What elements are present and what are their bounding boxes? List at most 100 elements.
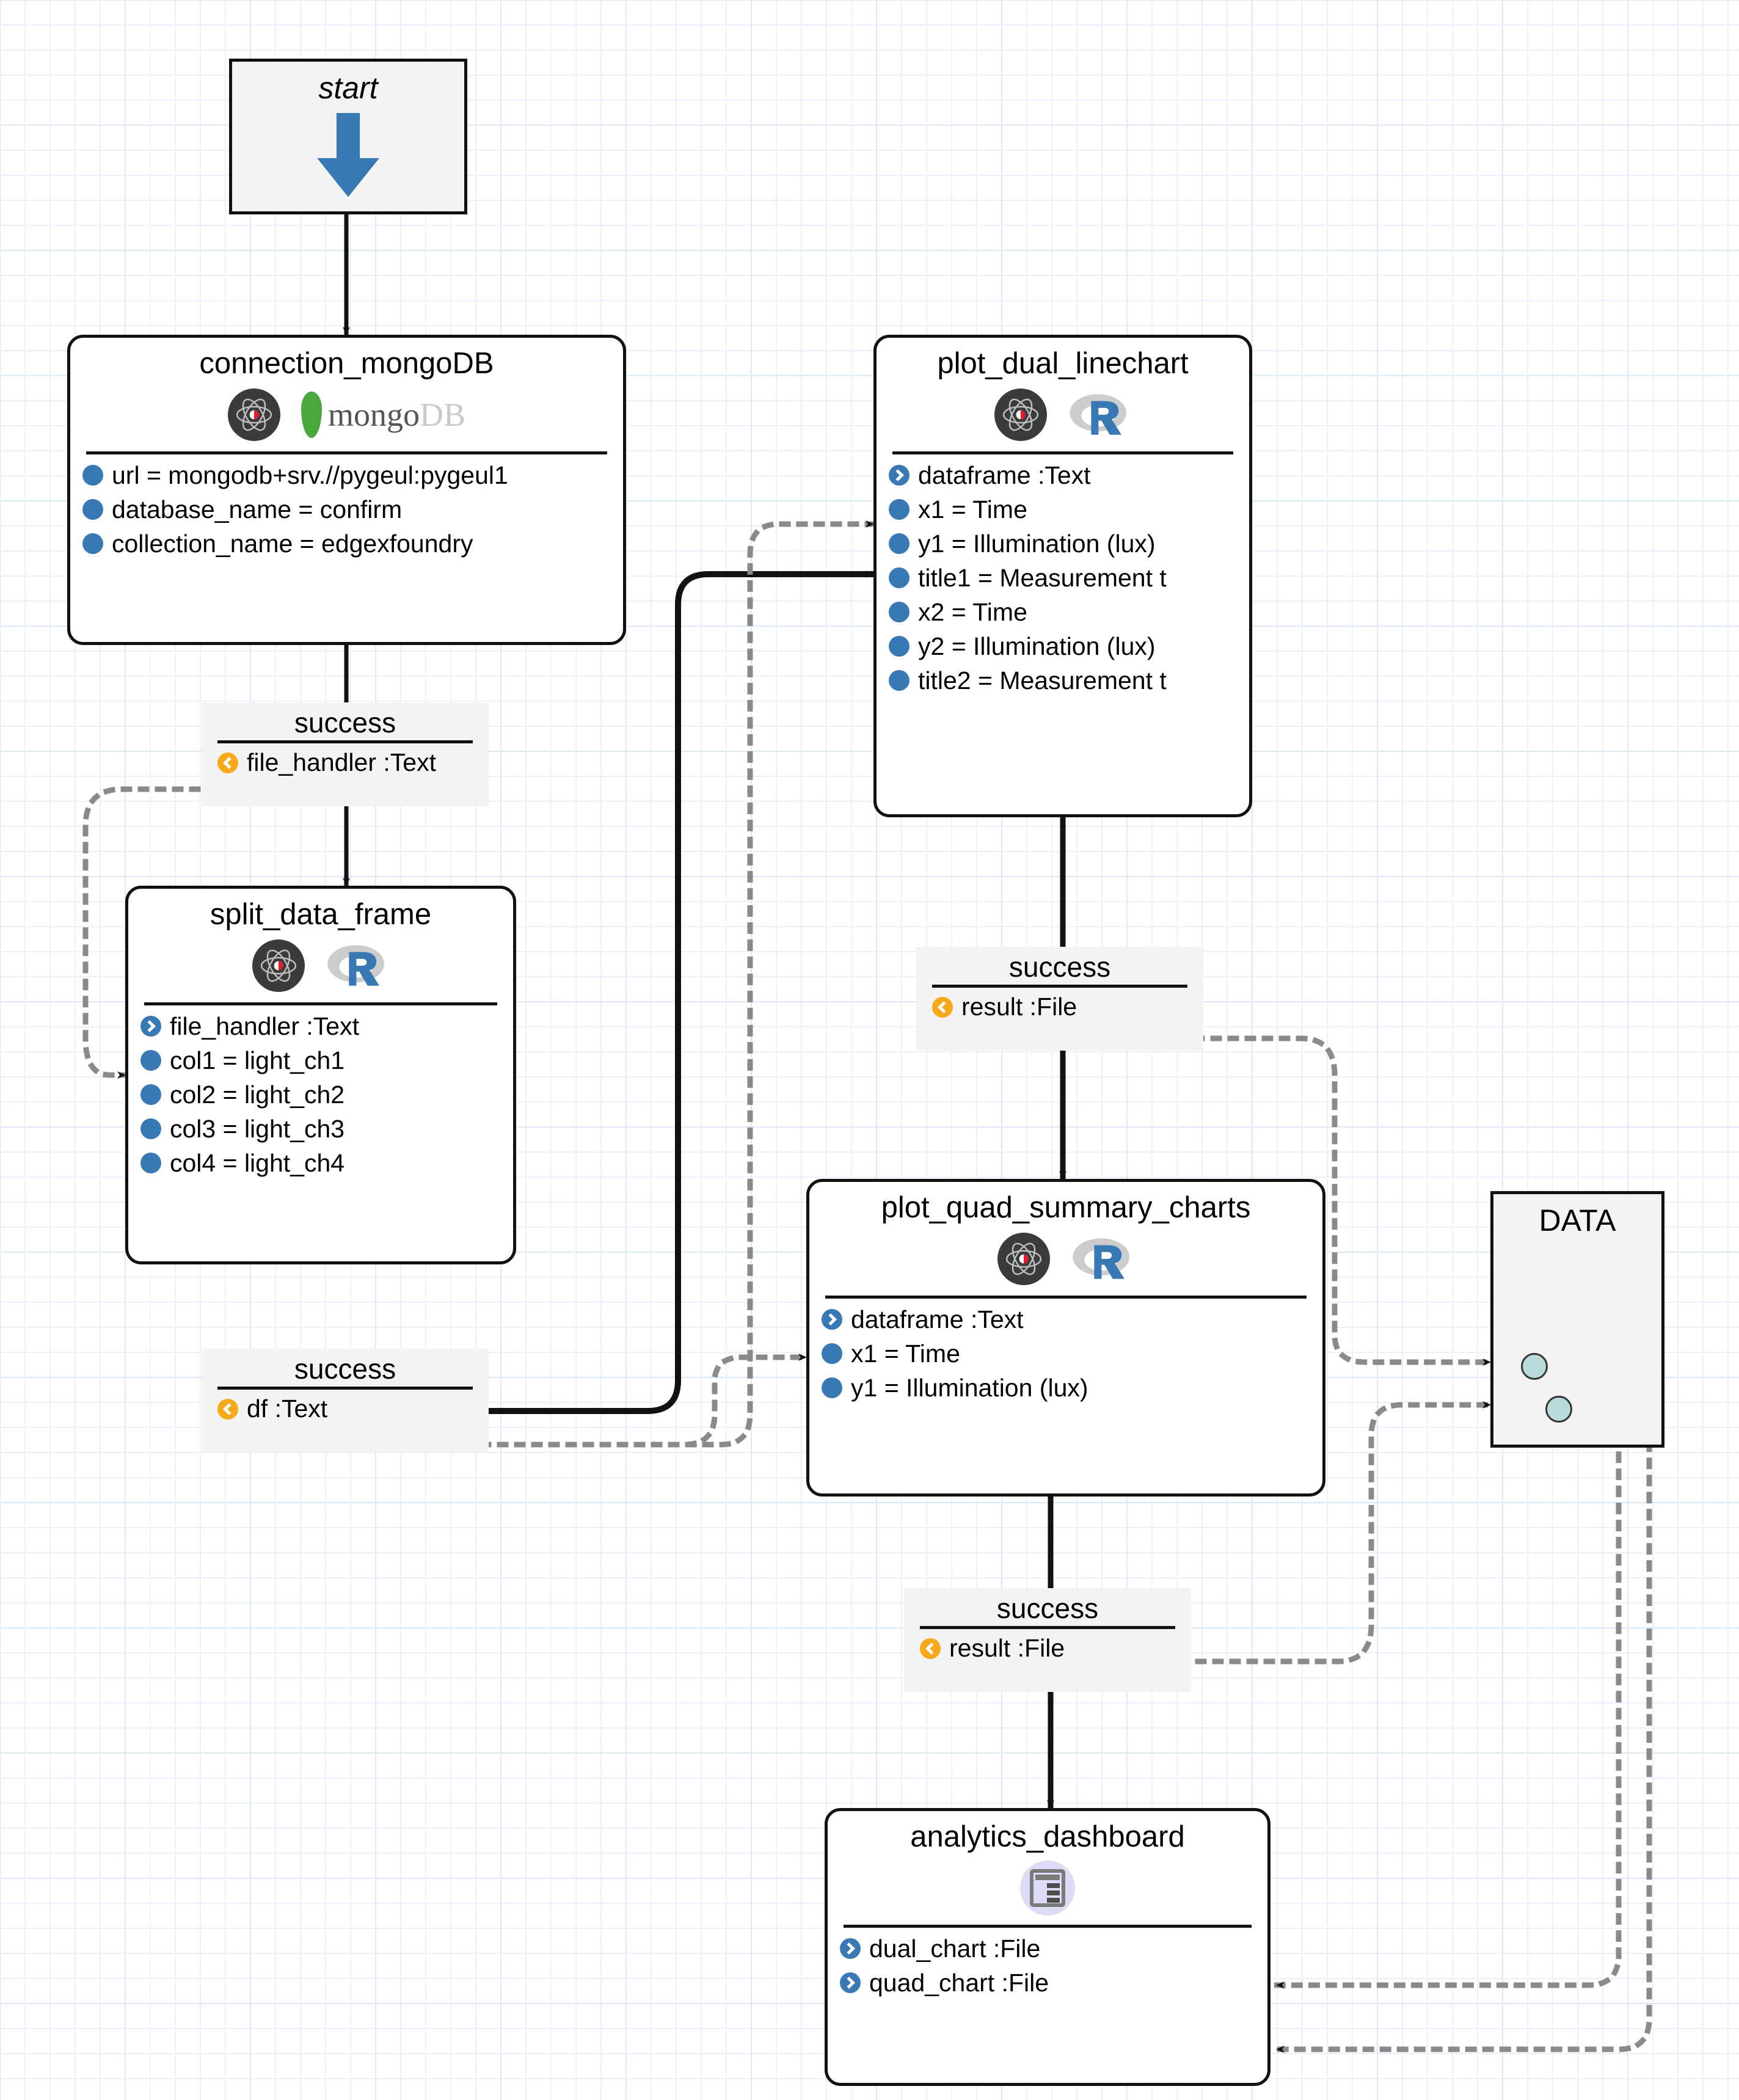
port-url[interactable]: url = mongodb+srv.//pygeul:pygeul1 — [70, 458, 623, 492]
output-port-label: result :File — [949, 1634, 1065, 1662]
port-dataframe[interactable]: dataframe :Text — [809, 1302, 1322, 1336]
output-port-label: df :Text — [247, 1395, 328, 1423]
param-dot-icon — [889, 499, 910, 520]
param-dot-icon — [140, 1084, 161, 1105]
dashboard-icon — [1020, 1861, 1075, 1916]
python-icon — [252, 939, 305, 992]
output-port-label: result :File — [961, 993, 1077, 1021]
port-x1[interactable]: x1 = Time — [809, 1336, 1322, 1371]
port-quad-chart[interactable]: quad_chart :File — [828, 1966, 1267, 2000]
port-collection-name[interactable]: collection_name = edgexfoundry — [70, 527, 623, 561]
port-dual-chart[interactable]: dual_chart :File — [828, 1931, 1267, 1966]
data-port-1[interactable] — [1521, 1353, 1548, 1380]
success-block-connection[interactable]: success file_handler :Text — [202, 702, 489, 806]
param-dot-icon — [140, 1118, 161, 1139]
python-icon — [997, 1233, 1050, 1285]
node-icons — [828, 1856, 1267, 1920]
port-title2[interactable]: title2 = Measurement t — [877, 663, 1249, 698]
mongodb-wordmark-db: DB — [420, 396, 466, 433]
mongodb-leaf-icon — [301, 392, 322, 438]
start-node[interactable]: start — [229, 59, 467, 214]
node-divider — [144, 1002, 497, 1005]
r-logo — [1071, 1234, 1134, 1284]
success-label: success — [996, 1592, 1099, 1624]
node-plot-quad-summary-charts[interactable]: plot_quad_summary_charts — [806, 1179, 1325, 1497]
wire-data2-to-quadchart — [1274, 1405, 1652, 2053]
param-dot-icon — [889, 567, 910, 588]
param-dot-icon — [82, 465, 103, 486]
wire-data1-to-dualchart — [1274, 1362, 1622, 1989]
output-port-df[interactable]: df :Text — [202, 1390, 489, 1429]
input-port-icon — [889, 465, 910, 486]
node-title: plot_quad_summary_charts — [881, 1191, 1251, 1224]
port-label: col4 = light_ch4 — [170, 1148, 345, 1177]
mongodb-wordmark-mongo: mongo — [327, 396, 420, 433]
node-divider — [892, 451, 1233, 454]
node-ports: dataframe :Text x1 = Time y1 = Illuminat… — [877, 457, 1249, 707]
output-port-label: file_handler :Text — [247, 748, 436, 776]
port-dataframe[interactable]: dataframe :Text — [877, 458, 1249, 492]
node-icons — [809, 1227, 1322, 1291]
port-label: x1 = Time — [851, 1339, 960, 1368]
success-block-quad[interactable]: success result :File — [904, 1588, 1191, 1692]
port-label: col3 = light_ch3 — [170, 1114, 345, 1143]
port-database-name[interactable]: database_name = confirm — [70, 492, 623, 527]
port-y2[interactable]: y2 = Illumination (lux) — [877, 629, 1249, 663]
port-col1[interactable]: col1 = light_ch1 — [128, 1043, 513, 1077]
node-icons — [128, 934, 513, 997]
node-divider — [825, 1296, 1307, 1299]
output-port-result-dual[interactable]: result :File — [916, 988, 1203, 1027]
port-label: col2 = light_ch2 — [170, 1080, 345, 1109]
success-label: success — [294, 1353, 396, 1385]
node-connection-mongodb[interactable]: connection_mongoDB mongoDB — [67, 335, 626, 645]
node-data-store[interactable]: DATA — [1490, 1191, 1664, 1448]
port-title1[interactable]: title1 = Measurement t — [877, 561, 1249, 595]
port-label: file_handler :Text — [170, 1012, 359, 1040]
node-divider — [86, 451, 607, 454]
port-col2[interactable]: col2 = light_ch2 — [128, 1077, 513, 1112]
data-store-title: DATA — [1539, 1203, 1616, 1238]
param-dot-icon — [82, 533, 103, 554]
python-icon — [994, 388, 1047, 441]
node-icons — [877, 383, 1249, 447]
port-x2[interactable]: x2 = Time — [877, 595, 1249, 629]
param-dot-icon — [140, 1050, 161, 1071]
port-label: title2 = Measurement t — [918, 666, 1167, 695]
port-y1[interactable]: y1 = Illumination (lux) — [877, 527, 1249, 561]
node-title: split_data_frame — [210, 898, 432, 931]
port-label: collection_name = edgexfoundry — [112, 529, 473, 558]
port-label: quad_chart :File — [869, 1968, 1049, 1997]
success-block-dual[interactable]: success result :File — [916, 947, 1203, 1051]
node-ports: dataframe :Text x1 = Time y1 = Illuminat… — [809, 1301, 1322, 1415]
param-dot-icon — [889, 670, 910, 691]
success-block-split[interactable]: success df :Text — [202, 1349, 489, 1453]
success-label: success — [294, 707, 396, 738]
python-icon — [227, 388, 280, 441]
param-dot-icon — [822, 1343, 842, 1364]
port-y1[interactable]: y1 = Illumination (lux) — [809, 1371, 1322, 1405]
port-label: x1 = Time — [918, 495, 1027, 523]
down-arrow-icon — [308, 113, 388, 202]
node-title: plot_dual_linechart — [937, 347, 1189, 380]
port-col3[interactable]: col3 = light_ch3 — [128, 1112, 513, 1146]
param-dot-icon — [889, 533, 910, 554]
node-plot-dual-linechart[interactable]: plot_dual_linechart — [873, 335, 1252, 817]
node-divider — [844, 1925, 1252, 1928]
port-label: dual_chart :File — [869, 1934, 1041, 1963]
data-port-2[interactable] — [1545, 1396, 1572, 1423]
port-label: x2 = Time — [918, 597, 1027, 626]
port-col4[interactable]: col4 = light_ch4 — [128, 1146, 513, 1180]
port-x1[interactable]: x1 = Time — [877, 492, 1249, 527]
output-port-file-handler[interactable]: file_handler :Text — [202, 743, 489, 783]
node-ports: file_handler :Text col1 = light_ch1 col2… — [128, 1008, 513, 1190]
node-title: connection_mongoDB — [199, 347, 494, 380]
port-file-handler[interactable]: file_handler :Text — [128, 1009, 513, 1043]
success-label: success — [1008, 951, 1111, 983]
node-split-data-frame[interactable]: split_data_frame — [125, 886, 516, 1264]
node-analytics-dashboard[interactable]: analytics_dashboard dual_chart :File q — [825, 1808, 1271, 2086]
param-dot-icon — [889, 636, 910, 657]
input-port-icon — [840, 1938, 861, 1959]
port-label: dataframe :Text — [918, 461, 1091, 489]
output-port-result-quad[interactable]: result :File — [904, 1629, 1191, 1669]
